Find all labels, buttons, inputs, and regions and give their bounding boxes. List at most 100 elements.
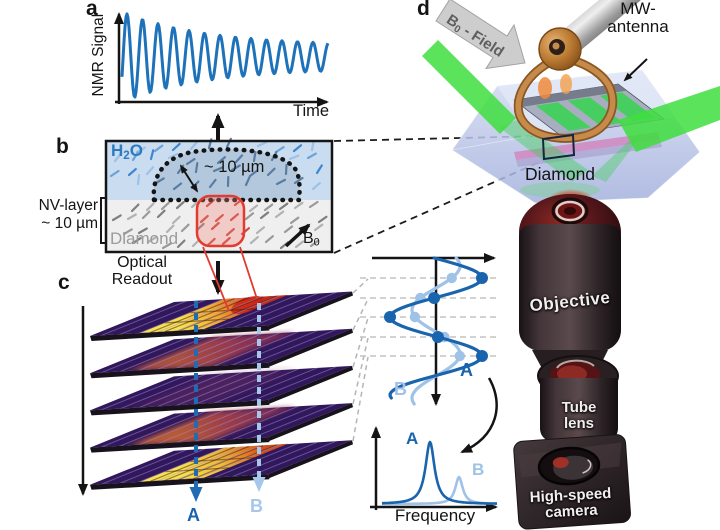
spin-dash	[141, 210, 151, 220]
red-zoom-lines	[202, 246, 258, 312]
spectrum-xlabel: Frequency	[394, 506, 476, 525]
spin-dash	[127, 168, 137, 177]
sample-dot-A	[384, 311, 396, 323]
objective-body	[519, 224, 621, 352]
diamond-label-d: Diamond	[525, 164, 596, 184]
spin-dash	[172, 182, 183, 191]
spin-dash	[315, 164, 323, 175]
spin-dash	[135, 146, 146, 154]
spin-dash	[171, 142, 181, 152]
orange-reflection	[560, 74, 572, 94]
spin-dash	[225, 228, 235, 237]
sample-dot-B	[446, 272, 457, 284]
spin-dash	[306, 152, 317, 160]
spin-dash	[294, 240, 305, 249]
oscillation-plot	[372, 253, 496, 406]
oscillation-curve-B	[410, 256, 462, 406]
spin-dash	[244, 175, 251, 187]
spin-dash	[274, 146, 285, 154]
spin-dash	[156, 209, 166, 219]
spin-dash	[111, 214, 122, 222]
panel-label-d: d	[417, 0, 430, 20]
spin-dash	[165, 224, 175, 234]
spin-dash	[154, 177, 165, 185]
spin-dash	[145, 202, 155, 212]
spin-dash	[221, 236, 231, 246]
spin-dash	[313, 223, 324, 232]
spin-dash	[122, 228, 133, 236]
spin-dash	[175, 200, 185, 210]
stack-trace-b-label: B	[250, 496, 263, 516]
microscope-column	[513, 194, 631, 530]
spin-dash	[309, 239, 320, 248]
spectrum-peak-A	[381, 440, 498, 505]
b0-label: B0	[303, 230, 320, 249]
mw-antenna-loop	[513, 55, 618, 143]
panel-b-schematic	[100, 137, 334, 254]
mw-antenna-label: MW- antenna	[607, 0, 669, 36]
spin-dash	[130, 203, 140, 213]
spin-dash	[256, 141, 268, 148]
spin-dash	[317, 215, 328, 224]
pixel-trace-lines	[189, 301, 266, 502]
spin-dash	[284, 163, 288, 176]
sample-dot-A	[431, 331, 444, 343]
spin-dash	[145, 166, 155, 176]
spin-dash	[216, 156, 226, 165]
frame-connector-lines	[352, 278, 369, 442]
spin-dash	[194, 162, 199, 174]
nv-layer-bracket	[100, 197, 107, 244]
spin-dash	[264, 235, 274, 244]
spin-dash	[189, 141, 198, 151]
spin-dash	[310, 140, 315, 152]
spectrum-curves	[381, 440, 498, 506]
spin-dash	[167, 153, 179, 160]
orange-reflection	[538, 77, 552, 99]
spin-dash	[153, 144, 164, 153]
spin-dash	[311, 182, 321, 191]
spin-dash	[212, 166, 224, 173]
spin-dashes	[109, 137, 328, 250]
spin-dash	[137, 227, 148, 235]
spin-dash	[176, 239, 186, 249]
spin-dash	[244, 212, 255, 221]
spin-dash	[131, 151, 139, 162]
spin-dash	[259, 211, 270, 220]
spin-dash	[214, 214, 224, 223]
setup-scene	[422, 0, 720, 209]
fft-curved-arrow	[460, 377, 498, 454]
spin-dash	[210, 221, 220, 231]
spin-dash	[292, 144, 303, 153]
sample-dot-A	[428, 292, 441, 304]
imaged-region-rectangle	[541, 133, 576, 161]
spin-dash	[252, 151, 257, 163]
spin-dash	[308, 200, 319, 209]
laser-beam-right	[618, 86, 720, 152]
panel-label-c: c	[58, 271, 70, 294]
spin-dash	[185, 158, 196, 166]
oscillation-a-label: A	[460, 360, 473, 380]
spin-dash	[266, 167, 276, 177]
stack-trace-a-label: A	[187, 505, 200, 525]
spectrum-b-label: B	[472, 460, 485, 479]
sample-dot-A	[476, 350, 488, 362]
camera-body	[513, 434, 631, 530]
camera-frame-2	[90, 328, 353, 379]
spin-dash	[234, 154, 244, 164]
spin-dash	[278, 202, 289, 211]
sample-dot-A	[476, 272, 488, 284]
spin-dash	[160, 201, 170, 211]
optical-readout-label: Optical Readout	[111, 254, 173, 288]
spin-dash	[180, 223, 190, 233]
spin-dash	[293, 201, 304, 210]
camera-frame-stack	[90, 291, 353, 490]
detection-volume-dotted-outline	[151, 147, 302, 203]
spin-dash	[263, 203, 274, 212]
spin-dash	[161, 242, 172, 250]
panel-a-xlabel: Time	[293, 102, 330, 120]
spin-dash	[113, 152, 122, 163]
zoom-region-red-square	[195, 194, 246, 248]
spin-dash	[171, 215, 181, 225]
camera-frame-1	[90, 291, 353, 341]
oscillation-b-label: B	[394, 379, 407, 399]
